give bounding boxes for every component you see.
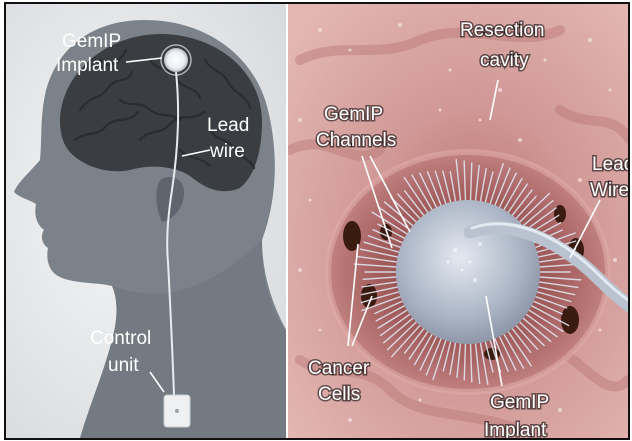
label-gemip-implant-left-1: GemIP (62, 31, 121, 52)
gemip-implant-body (396, 200, 540, 344)
label-gemip-implant-right-2: Implant (484, 420, 547, 441)
label-cancer-cells-1: Cancer (308, 358, 370, 379)
right-panel: Resection Resection cavity cavity GemIP … (288, 4, 632, 441)
label-lead-wire-right-2: Wire (590, 180, 629, 201)
implant-device (164, 48, 188, 72)
label-cancer-cells-2: Cells (318, 384, 360, 405)
label-control-unit-1: Control (90, 328, 151, 349)
label-gemip-implant-right-1: GemIP (490, 392, 549, 413)
label-gemip-channels-2: Channels (316, 130, 396, 151)
left-panel: GemIP Implant Lead wire Control unit (6, 4, 286, 438)
label-lead-wire-right-1: Lead (592, 154, 632, 175)
label-lead-wire-left-2: wire (209, 141, 245, 162)
label-control-unit-2: unit (108, 355, 139, 376)
label-lead-wire-left-1: Lead (207, 115, 249, 136)
label-gemip-implant-left-2: Implant (56, 55, 119, 76)
label-resection-cavity-1: Resection (460, 20, 545, 41)
label-gemip-channels-1: GemIP (324, 104, 383, 125)
control-unit-dot (175, 409, 179, 413)
label-resection-cavity-2: cavity (480, 50, 529, 71)
